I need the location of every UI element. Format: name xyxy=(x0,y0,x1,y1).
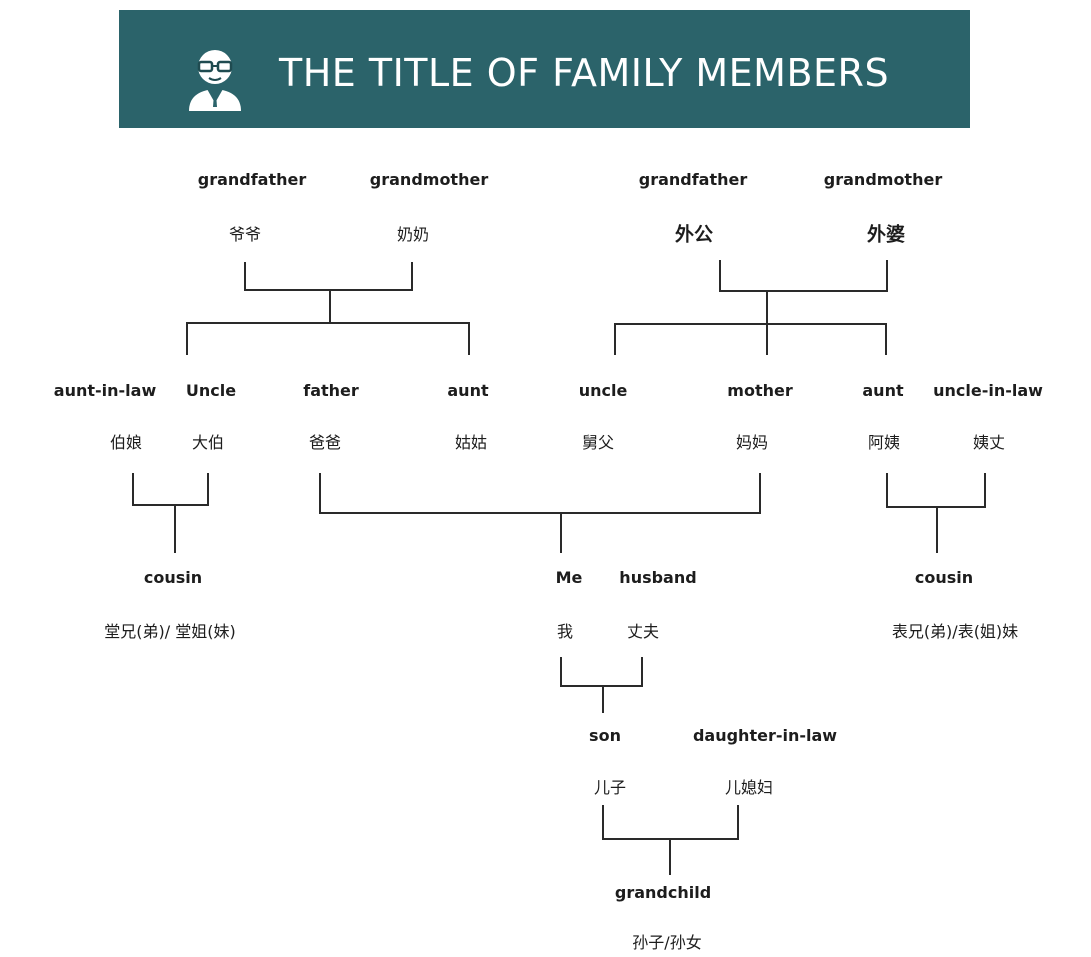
daughter-in-law-label: daughter-in-law xyxy=(692,726,838,745)
mother-chinese: 妈妈 xyxy=(735,433,769,452)
father-chinese: 爸爸 xyxy=(308,433,342,452)
me-label: Me xyxy=(555,568,583,587)
title-banner xyxy=(119,10,970,128)
husband-label: husband xyxy=(619,568,697,587)
connector-paternal-children xyxy=(186,290,470,355)
connector-maternal-aunt-couple xyxy=(886,473,986,508)
maternal-aunt-chinese: 阿姨 xyxy=(867,433,901,452)
maternal-uncle-in-law-label: uncle-in-law xyxy=(933,381,1043,400)
maternal-grandfather-label: grandfather xyxy=(638,170,748,189)
connector-maternal-grandparents xyxy=(719,260,888,292)
me-chinese: 我 xyxy=(556,622,574,641)
paternal-cousin-chinese: 堂兄(弟)/ 堂姐(妹) xyxy=(104,622,236,641)
maternal-cousin-chinese: 表兄(弟)/表(姐)妹 xyxy=(891,622,1019,641)
connector-couple xyxy=(560,657,643,687)
mother-label: mother xyxy=(727,381,793,400)
grandchild-label: grandchild xyxy=(614,883,712,902)
son-label: son xyxy=(589,726,621,745)
maternal-grandmother-chinese: 外婆 xyxy=(866,223,906,246)
husband-chinese: 丈夫 xyxy=(626,622,660,641)
paternal-aunt-in-law-label: aunt-in-law xyxy=(53,381,157,400)
maternal-aunt-label: aunt xyxy=(862,381,904,400)
person-with-glasses-icon xyxy=(189,50,241,111)
father-label: father xyxy=(303,381,359,400)
maternal-cousin-label: cousin xyxy=(914,568,974,587)
paternal-grandfather-chinese: 爷爷 xyxy=(228,225,262,244)
paternal-cousin-label: cousin xyxy=(143,568,203,587)
son-chinese: 儿子 xyxy=(593,778,627,797)
paternal-aunt-chinese: 姑姑 xyxy=(454,433,488,452)
maternal-uncle-label: uncle xyxy=(578,381,628,400)
paternal-grandmother-label: grandmother xyxy=(369,170,489,189)
connector-maternal-children xyxy=(614,291,887,355)
connector-son-couple xyxy=(602,805,739,840)
maternal-uncle-chinese: 舅父 xyxy=(581,433,615,452)
daughter-in-law-chinese: 儿媳妇 xyxy=(724,778,774,797)
paternal-aunt-label: aunt xyxy=(447,381,489,400)
connector-paternal-grandparents xyxy=(244,262,413,291)
grandchild-chinese: 孙子/孙女 xyxy=(632,933,702,952)
page-title: THE TITLE OF FAMILY MEMBERS xyxy=(279,51,890,95)
maternal-grandfather-chinese: 外公 xyxy=(674,223,714,246)
maternal-grandmother-label: grandmother xyxy=(823,170,943,189)
paternal-aunt-in-law-chinese: 伯娘 xyxy=(109,433,143,452)
paternal-grandmother-chinese: 奶奶 xyxy=(396,225,430,244)
paternal-uncle-label: Uncle xyxy=(185,381,237,400)
connector-parents xyxy=(319,473,761,514)
connector-paternal-uncle-couple xyxy=(132,473,209,506)
maternal-uncle-in-law-chinese: 姨丈 xyxy=(972,433,1006,452)
paternal-grandfather-label: grandfather xyxy=(197,170,307,189)
paternal-uncle-chinese: 大伯 xyxy=(191,433,225,452)
